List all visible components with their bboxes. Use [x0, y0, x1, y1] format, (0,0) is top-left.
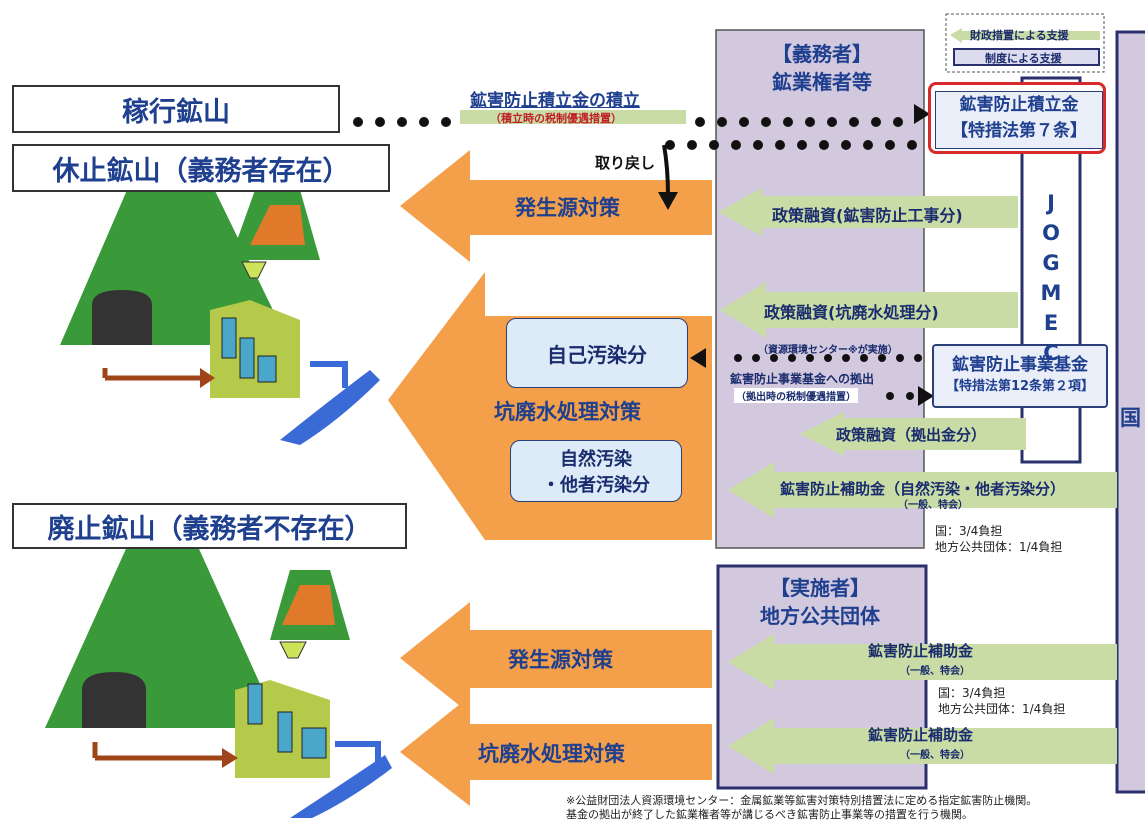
- wastewater-measures-2: 坑廃水処理対策: [478, 742, 625, 766]
- reserve-fund-box: 鉱害防止積立金 【特措法第７条】: [928, 82, 1106, 154]
- burden-country: 国：3/4負担: [935, 524, 1003, 538]
- withdraw-label: 取り戻し: [595, 154, 656, 172]
- suspended-mine-box: 休止鉱山（義務者存在）: [12, 144, 390, 192]
- subsidy-natural: 鉱害防止補助金（自然汚染・他者汚染分）: [780, 480, 1066, 498]
- reserve-tax-note: （積立時の税制優遇措置）: [490, 112, 622, 125]
- implementer-title: 【実施者】地方公共団体: [760, 576, 880, 628]
- wastewater-measures-1: 坑廃水処理対策: [494, 400, 641, 424]
- reserve-accumulation-label: 鉱害防止積立金の積立: [470, 91, 640, 111]
- center-note: （資源環境センター※が実施）: [758, 345, 898, 356]
- fund-contribution: 鉱害防止事業基金への拠出: [730, 372, 875, 386]
- green-arrows: [460, 110, 1117, 774]
- natural-pollution-box: 自然汚染・他者汚染分: [510, 440, 682, 502]
- reserve-fund-law: 【特措法第７条】: [951, 121, 1087, 141]
- policy-loan-works: 政策融資(鉱害防止工事分): [772, 206, 963, 225]
- source-measures-1: 発生源対策: [515, 196, 620, 220]
- orange-arrow-source1: [400, 150, 712, 262]
- footnote-line1: ※公益財団法人資源環境センター：金属鉱業等鉱害対策特別措置法に定める指定鉱害防止…: [566, 794, 1038, 807]
- burden2-country: 国：3/4負担: [938, 686, 1006, 700]
- subsidy-2-source: （一般、特会）: [900, 750, 970, 761]
- policy-loan-contribution: 政策融資（拠出金分）: [836, 426, 987, 444]
- contribution-tax-note: （拠出時の税制優遇措置）: [734, 388, 858, 403]
- source-measures-2: 発生源対策: [508, 648, 613, 672]
- policy-loan-wastewater: 政策融資(坑廃水処理分): [764, 303, 939, 322]
- obligor-title: 【義務者】鉱業権者等: [772, 42, 872, 94]
- legend-system-support: 制度による支援: [985, 52, 1062, 65]
- country-column: [1115, 30, 1145, 794]
- orange-arrow-source2: [400, 602, 712, 714]
- subsidy-1: 鉱害防止補助金: [868, 642, 974, 660]
- country-label: 国: [1120, 406, 1141, 430]
- business-fund-law: 【特措法第12条第２項】: [945, 379, 1095, 394]
- active-mine-box: 稼行鉱山: [12, 85, 340, 133]
- footnote-line2: 基金の拠出が終了した鉱業権者等が講じるべき鉱害防止事業等の措置を行う機関。: [566, 808, 973, 821]
- subsidy-natural-source: （一般、特会）: [898, 500, 968, 511]
- orange-arrow-wastewater2: [400, 696, 712, 806]
- legend-fiscal-support: 財政措置による支援: [970, 29, 1069, 42]
- abandoned-mine-box: 廃止鉱山（義務者不存在）: [12, 503, 407, 549]
- burden2-local: 地方公共団体：1/4負担: [938, 702, 1066, 716]
- self-pollution-box: 自己汚染分: [506, 318, 688, 388]
- business-fund-box: 鉱害防止事業基金 【特措法第12条第２項】: [932, 344, 1108, 408]
- burden-local: 地方公共団体：1/4負担: [935, 540, 1063, 554]
- business-fund-name: 鉱害防止事業基金: [952, 355, 1088, 375]
- subsidy-2: 鉱害防止補助金: [868, 726, 974, 744]
- obligor-column: [715, 29, 925, 549]
- subsidy-1-source: （一般、特会）: [900, 666, 970, 677]
- reserve-fund-name: 鉱害防止積立金: [959, 95, 1079, 115]
